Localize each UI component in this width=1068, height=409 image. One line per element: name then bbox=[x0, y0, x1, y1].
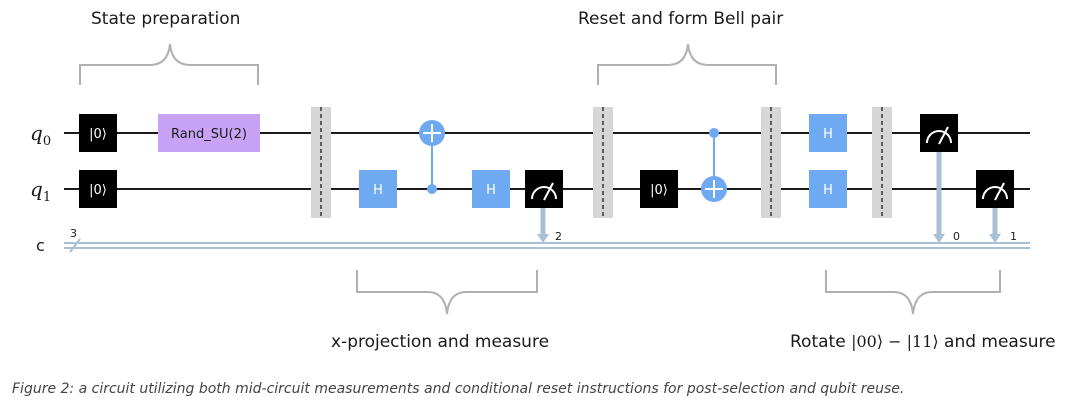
label-reset-bell: Reset and form Bell pair bbox=[578, 9, 783, 29]
label-x-projection: x-projection and measure bbox=[331, 332, 549, 352]
svg-text:|0⟩: |0⟩ bbox=[89, 127, 107, 142]
barrier-2 bbox=[593, 107, 613, 218]
barrier-3 bbox=[761, 107, 781, 218]
brace-rotate-measure bbox=[825, 270, 1001, 315]
hadamard-gate-q0-final: H bbox=[809, 114, 847, 152]
cnot-gate-1 bbox=[419, 120, 445, 194]
reset-gate-q1-mid: |0⟩ bbox=[640, 170, 678, 208]
svg-text:H: H bbox=[823, 127, 833, 142]
svg-text:H: H bbox=[486, 183, 496, 198]
brace-x-projection bbox=[356, 270, 538, 315]
wire-label-c: c bbox=[36, 236, 45, 255]
svg-text:H: H bbox=[373, 183, 383, 198]
reset-gate-q0: |0⟩ bbox=[79, 114, 117, 152]
hadamard-gate-q1-final: H bbox=[809, 170, 847, 208]
classical-wire bbox=[64, 242, 1030, 249]
rand-su2-gate: Rand_SU(2) bbox=[158, 114, 260, 152]
measure-bit-1: 1 bbox=[1010, 230, 1017, 243]
svg-text:H: H bbox=[823, 183, 833, 198]
measure-q1-first bbox=[525, 170, 563, 243]
svg-text:Rand_SU(2): Rand_SU(2) bbox=[171, 127, 247, 142]
cnot-gate-2 bbox=[701, 128, 727, 202]
label-state-preparation: State preparation bbox=[91, 9, 240, 29]
measure-q1-final bbox=[976, 170, 1014, 243]
barrier-1 bbox=[311, 107, 331, 218]
measure-q0-final bbox=[920, 114, 958, 243]
classical-width: 3 bbox=[70, 227, 77, 240]
hadamard-gate-q1-a: H bbox=[359, 170, 397, 208]
svg-text:|0⟩: |0⟩ bbox=[650, 183, 668, 198]
brace-state-preparation bbox=[79, 43, 259, 85]
quantum-circuit: State preparation Reset and form Bell pa… bbox=[30, 9, 1056, 352]
classical-width-slash bbox=[69, 238, 81, 253]
measure-bit-0: 0 bbox=[953, 230, 960, 243]
barrier-4 bbox=[872, 107, 892, 218]
brace-reset-bell bbox=[597, 43, 777, 85]
svg-text:|0⟩: |0⟩ bbox=[89, 183, 107, 198]
wire-label-q1: q1 bbox=[30, 177, 51, 205]
figure-caption: Figure 2: a circuit utilizing both mid-c… bbox=[12, 381, 905, 397]
label-rotate-measure: Rotate |00⟩ − |11⟩ and measure bbox=[790, 332, 1056, 352]
wire-label-q0: q0 bbox=[30, 121, 51, 149]
reset-gate-q1: |0⟩ bbox=[79, 170, 117, 208]
measure-bit-2: 2 bbox=[555, 230, 562, 243]
hadamard-gate-q1-b: H bbox=[472, 170, 510, 208]
